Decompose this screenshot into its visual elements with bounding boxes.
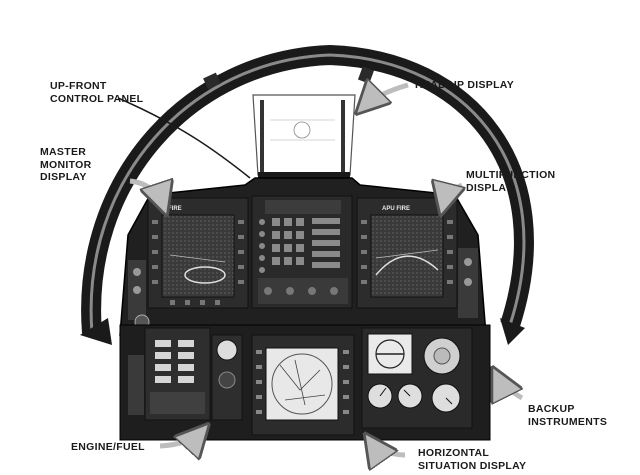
left-side-controls [128, 260, 149, 329]
right-side-controls [458, 248, 478, 318]
master-monitor-display: FIRE [148, 198, 248, 308]
label-horizontal-situation-display: HORIZONTAL SITUATION DISPLAY [418, 447, 526, 472]
label-engine-fuel: ENGINE/FUEL [71, 441, 145, 454]
up-front-control-panel [252, 196, 352, 308]
backup-instruments [362, 328, 472, 428]
horizontal-situation-display [252, 335, 354, 435]
engine-fuel-panel [128, 328, 242, 420]
head-up-display [253, 95, 355, 184]
label-backup-instruments: BACKUP INSTRUMENTS [528, 403, 607, 428]
fire-right-label: APU FIRE [382, 206, 410, 212]
fire-left-label: FIRE [168, 206, 182, 212]
label-head-up-display: HEAD UP DISPLAY [415, 79, 514, 92]
label-master-monitor-display: MASTER MONITOR DISPLAY [40, 146, 92, 184]
multifunction-display: APU FIRE [357, 198, 457, 308]
label-multifunction-display: MULTIFUNCTION DISPLAY [466, 169, 555, 194]
label-up-front-control-panel: UP-FRONT CONTROL PANEL [50, 80, 143, 105]
